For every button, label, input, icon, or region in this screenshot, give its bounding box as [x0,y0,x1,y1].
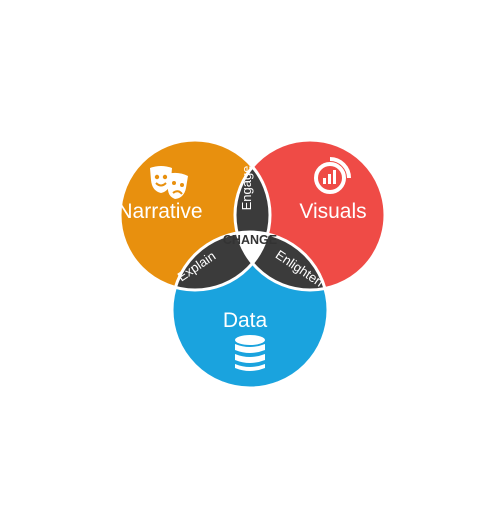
database-icon [235,335,265,371]
visuals-label: Visuals [299,200,366,223]
enlighten-overlap [235,232,328,290]
data-label: Data [223,309,268,332]
engage-label: Engage [239,166,254,211]
narrative-outline [118,138,272,292]
theater-masks-icon [150,166,188,199]
chart-donut-icon [314,157,351,194]
data-outline [170,230,330,390]
visuals-outline [233,138,387,292]
change-label: CHANGE [223,233,277,247]
narrative-label: Narrative [117,200,202,223]
explain-overlap [172,232,270,290]
